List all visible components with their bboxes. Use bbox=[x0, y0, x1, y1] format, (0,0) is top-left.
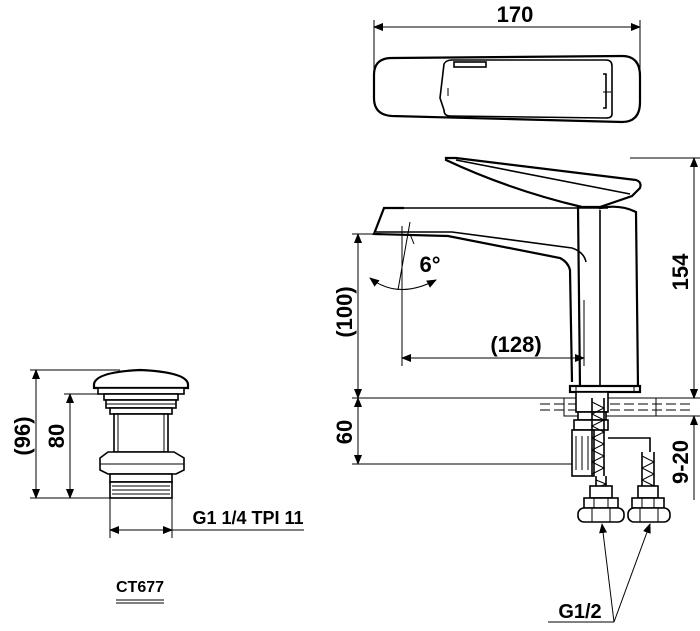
dimension-9-20: 9-20 bbox=[656, 380, 700, 500]
dimension-170-label: 170 bbox=[497, 2, 534, 27]
faucet-top-view bbox=[372, 54, 642, 124]
drain-thread-dimension: G1 1/4 TPI 11 bbox=[109, 498, 304, 538]
angle-6-degree: 6° bbox=[369, 221, 441, 291]
drain-view bbox=[92, 368, 190, 499]
drain-thread-label: G1 1/4 TPI 11 bbox=[192, 508, 303, 528]
dimension-154-label: 154 bbox=[668, 253, 693, 290]
dimension-128: (128) bbox=[401, 240, 585, 366]
drain-model-text: CT677 bbox=[116, 579, 164, 596]
drain-model-label: CT677 bbox=[116, 579, 164, 604]
dimension-9-20-label: 9-20 bbox=[668, 440, 693, 484]
dimension-100-label: (100) bbox=[332, 286, 357, 337]
dimension-96-label: (96) bbox=[10, 416, 35, 455]
dimension-80: 80 bbox=[44, 393, 104, 499]
dimension-128-label: (128) bbox=[490, 332, 541, 357]
thread-g12-label: G1/2 bbox=[558, 601, 601, 623]
dimension-60: 60 bbox=[332, 397, 572, 465]
dimension-96: (96) bbox=[10, 369, 120, 499]
faucet-side-view bbox=[372, 156, 690, 523]
dimension-100: (100) bbox=[332, 233, 374, 399]
dimension-60-label: 60 bbox=[332, 420, 357, 444]
thread-g12-callout: G1/2 bbox=[548, 523, 651, 623]
dimension-80-label: 80 bbox=[44, 424, 69, 448]
dimension-154: 154 bbox=[630, 157, 700, 399]
angle-6-label: 6° bbox=[419, 252, 440, 277]
dimension-170: 170 bbox=[373, 2, 641, 90]
